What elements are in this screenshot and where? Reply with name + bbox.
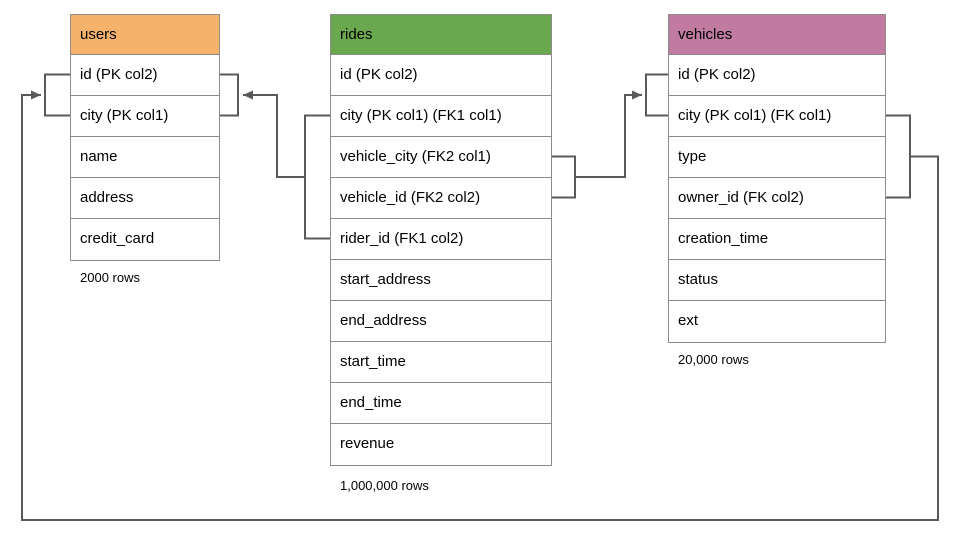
- table-row: revenue: [331, 424, 551, 465]
- table-row: address: [71, 178, 219, 219]
- table-row: city (PK col1): [71, 96, 219, 137]
- rides-left-fk1-bracket: [304, 114, 330, 240]
- users-right-key-bracket: [220, 73, 239, 117]
- vehicles-row-count-label: 20,000 rows: [678, 352, 749, 367]
- table-row: id (PK col2): [71, 55, 219, 96]
- vehicles-left-key-bracket: [645, 73, 668, 117]
- users-left-key-bracket: [44, 73, 70, 117]
- table-row: rider_id (FK1 col2): [331, 219, 551, 260]
- table-row: name: [71, 137, 219, 178]
- table-row: start_address: [331, 260, 551, 301]
- table-row: city (PK col1) (FK col1): [669, 96, 885, 137]
- fk-connector-vehicles-to-users: [21, 90, 939, 521]
- rides-right-fk2-bracket: [552, 155, 576, 199]
- table-row: city (PK col1) (FK1 col1): [331, 96, 551, 137]
- vehicles-right-fk-bracket: [886, 114, 911, 199]
- table-users: users id (PK col2) city (PK col1) name a…: [70, 14, 220, 261]
- table-row: owner_id (FK col2): [669, 178, 885, 219]
- table-vehicles-header: vehicles: [669, 15, 885, 55]
- fk1-connector-rides-to-users: [243, 90, 305, 178]
- users-row-count-label: 2000 rows: [80, 270, 140, 285]
- fk2-connector-rides-to-vehicles: [575, 90, 642, 178]
- table-row: status: [669, 260, 885, 301]
- table-row: ext: [669, 301, 885, 342]
- rides-row-count-label: 1,000,000 rows: [340, 478, 429, 493]
- table-row: start_time: [331, 342, 551, 383]
- table-rides: rides id (PK col2) city (PK col1) (FK1 c…: [330, 14, 552, 466]
- table-row: type: [669, 137, 885, 178]
- table-row: id (PK col2): [331, 55, 551, 96]
- table-row: credit_card: [71, 219, 219, 260]
- table-users-header: users: [71, 15, 219, 55]
- table-vehicles: vehicles id (PK col2) city (PK col1) (FK…: [668, 14, 886, 343]
- table-row: end_address: [331, 301, 551, 342]
- table-row: vehicle_id (FK2 col2): [331, 178, 551, 219]
- table-rides-header: rides: [331, 15, 551, 55]
- table-row: vehicle_city (FK2 col1): [331, 137, 551, 178]
- table-row: creation_time: [669, 219, 885, 260]
- table-row: end_time: [331, 383, 551, 424]
- table-row: id (PK col2): [669, 55, 885, 96]
